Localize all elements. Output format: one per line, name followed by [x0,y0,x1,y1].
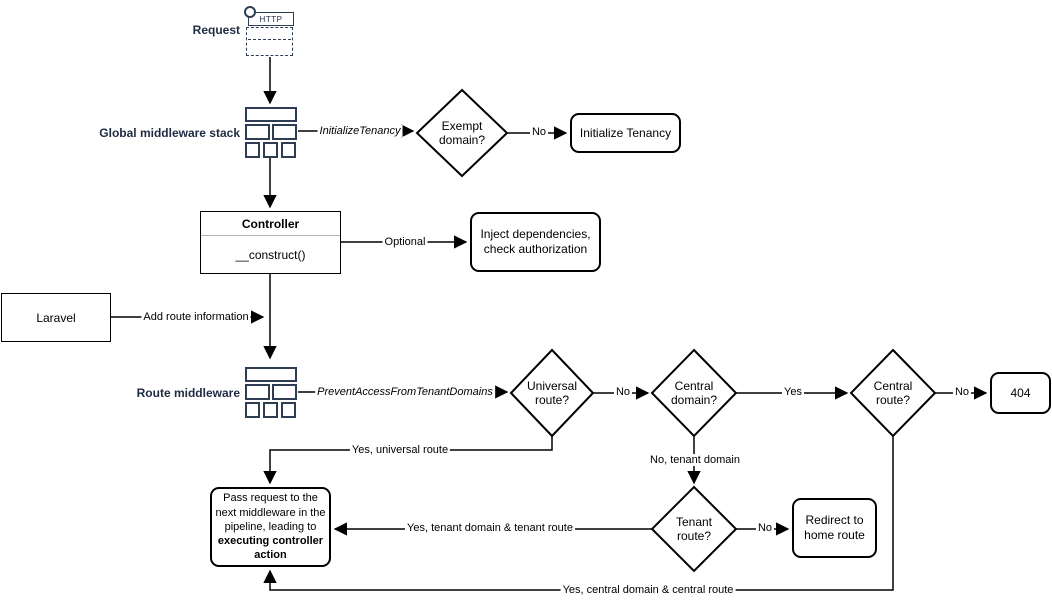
exempt-domain-diamond [415,88,509,178]
pass-request-text: Pass request to the next middleware in t… [215,492,326,533]
exempt-domain-label: Exempt domain? [438,118,486,147]
request-circle-icon [244,6,256,18]
edge-label-optional: Optional [382,236,428,248]
inject-dependencies-node: Inject dependencies, check authorization [470,212,601,272]
tenant-route-diamond [650,485,738,573]
not-found-404-node: 404 [990,372,1051,414]
edge-label-yes-central-domain: Yes [782,386,804,398]
route-middleware-icon [245,367,297,418]
central-domain-diamond [650,348,738,438]
edge-label-no-tenant-domain: No, tenant domain [648,454,742,466]
redirect-home-node: Redirect to home route [792,498,877,558]
global-middleware-stack-label: Global middleware stack [99,126,240,140]
universal-route-diamond [509,348,595,438]
route-middleware-label: Route middleware [136,386,240,400]
initialize-tenancy-node: Initialize Tenancy [570,113,681,153]
central-route-diamond [849,348,937,438]
controller-title: Controller [201,212,340,236]
pass-request-bold-text: executing controller action [217,535,324,562]
edge-label-no-central-route: No [952,386,972,398]
edge-label-no-tenant-route: No [755,522,775,534]
tenant-route-label: Tenant route? [675,514,713,543]
controller-node: Controller __construct() [200,211,341,274]
edge-label-yes-universal-route: Yes, universal route [349,444,451,456]
universal-route-label: Universal route? [526,378,577,407]
edge-label-initialize-tenancy: InitializeTenancy [317,125,403,137]
request-label: Request [192,23,240,37]
central-domain-label: Central domain? [670,378,718,407]
edge-label-no-universal: No [613,386,633,398]
controller-method: __construct() [235,247,306,262]
laravel-node: Laravel [1,293,111,342]
edge-label-yes-tenant-domain-route: Yes, tenant domain & tenant route [405,522,575,534]
http-request-icon: HTTP [244,6,297,57]
edge-label-add-route-information: Add route information [141,311,251,323]
edge-label-no-exempt: No [529,126,549,138]
edge-label-yes-central-domain-route: Yes, central domain & central route [560,584,736,596]
edge-label-prevent-access: PreventAccessFromTenantDomains [315,386,495,398]
pass-request-node: Pass request to the next middleware in t… [210,487,331,567]
http-header-icon: HTTP [248,12,294,26]
request-body-divider [248,39,291,40]
central-route-label: Central route? [873,378,913,407]
request-body-icon [246,27,293,56]
global-middleware-stack-icon [245,107,297,158]
